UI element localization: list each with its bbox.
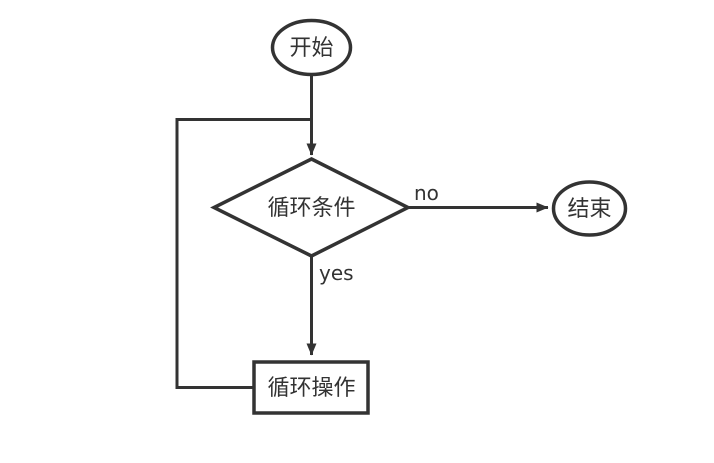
node-end: 结束 (551, 180, 628, 237)
operation-node-label: 循环操作 (267, 376, 355, 401)
edge-label-yes: yes (319, 261, 354, 285)
edges-layer: no yes (175, 76, 549, 389)
node-operation: 循环操作 (252, 360, 370, 415)
condition-diamond-shape (210, 157, 412, 258)
start-node-label: 开始 (289, 36, 333, 61)
edge-operation-loopback (175, 118, 312, 389)
edge-label-no: no (414, 181, 439, 205)
node-start: 开始 (270, 18, 353, 77)
operation-rect-shape (252, 360, 370, 415)
condition-node-label: 循环条件 (267, 196, 355, 221)
node-condition: 循环条件 (210, 157, 412, 258)
end-node-label: 结束 (567, 197, 611, 222)
end-ellipse-shape (551, 180, 628, 237)
start-ellipse-shape (270, 18, 353, 77)
